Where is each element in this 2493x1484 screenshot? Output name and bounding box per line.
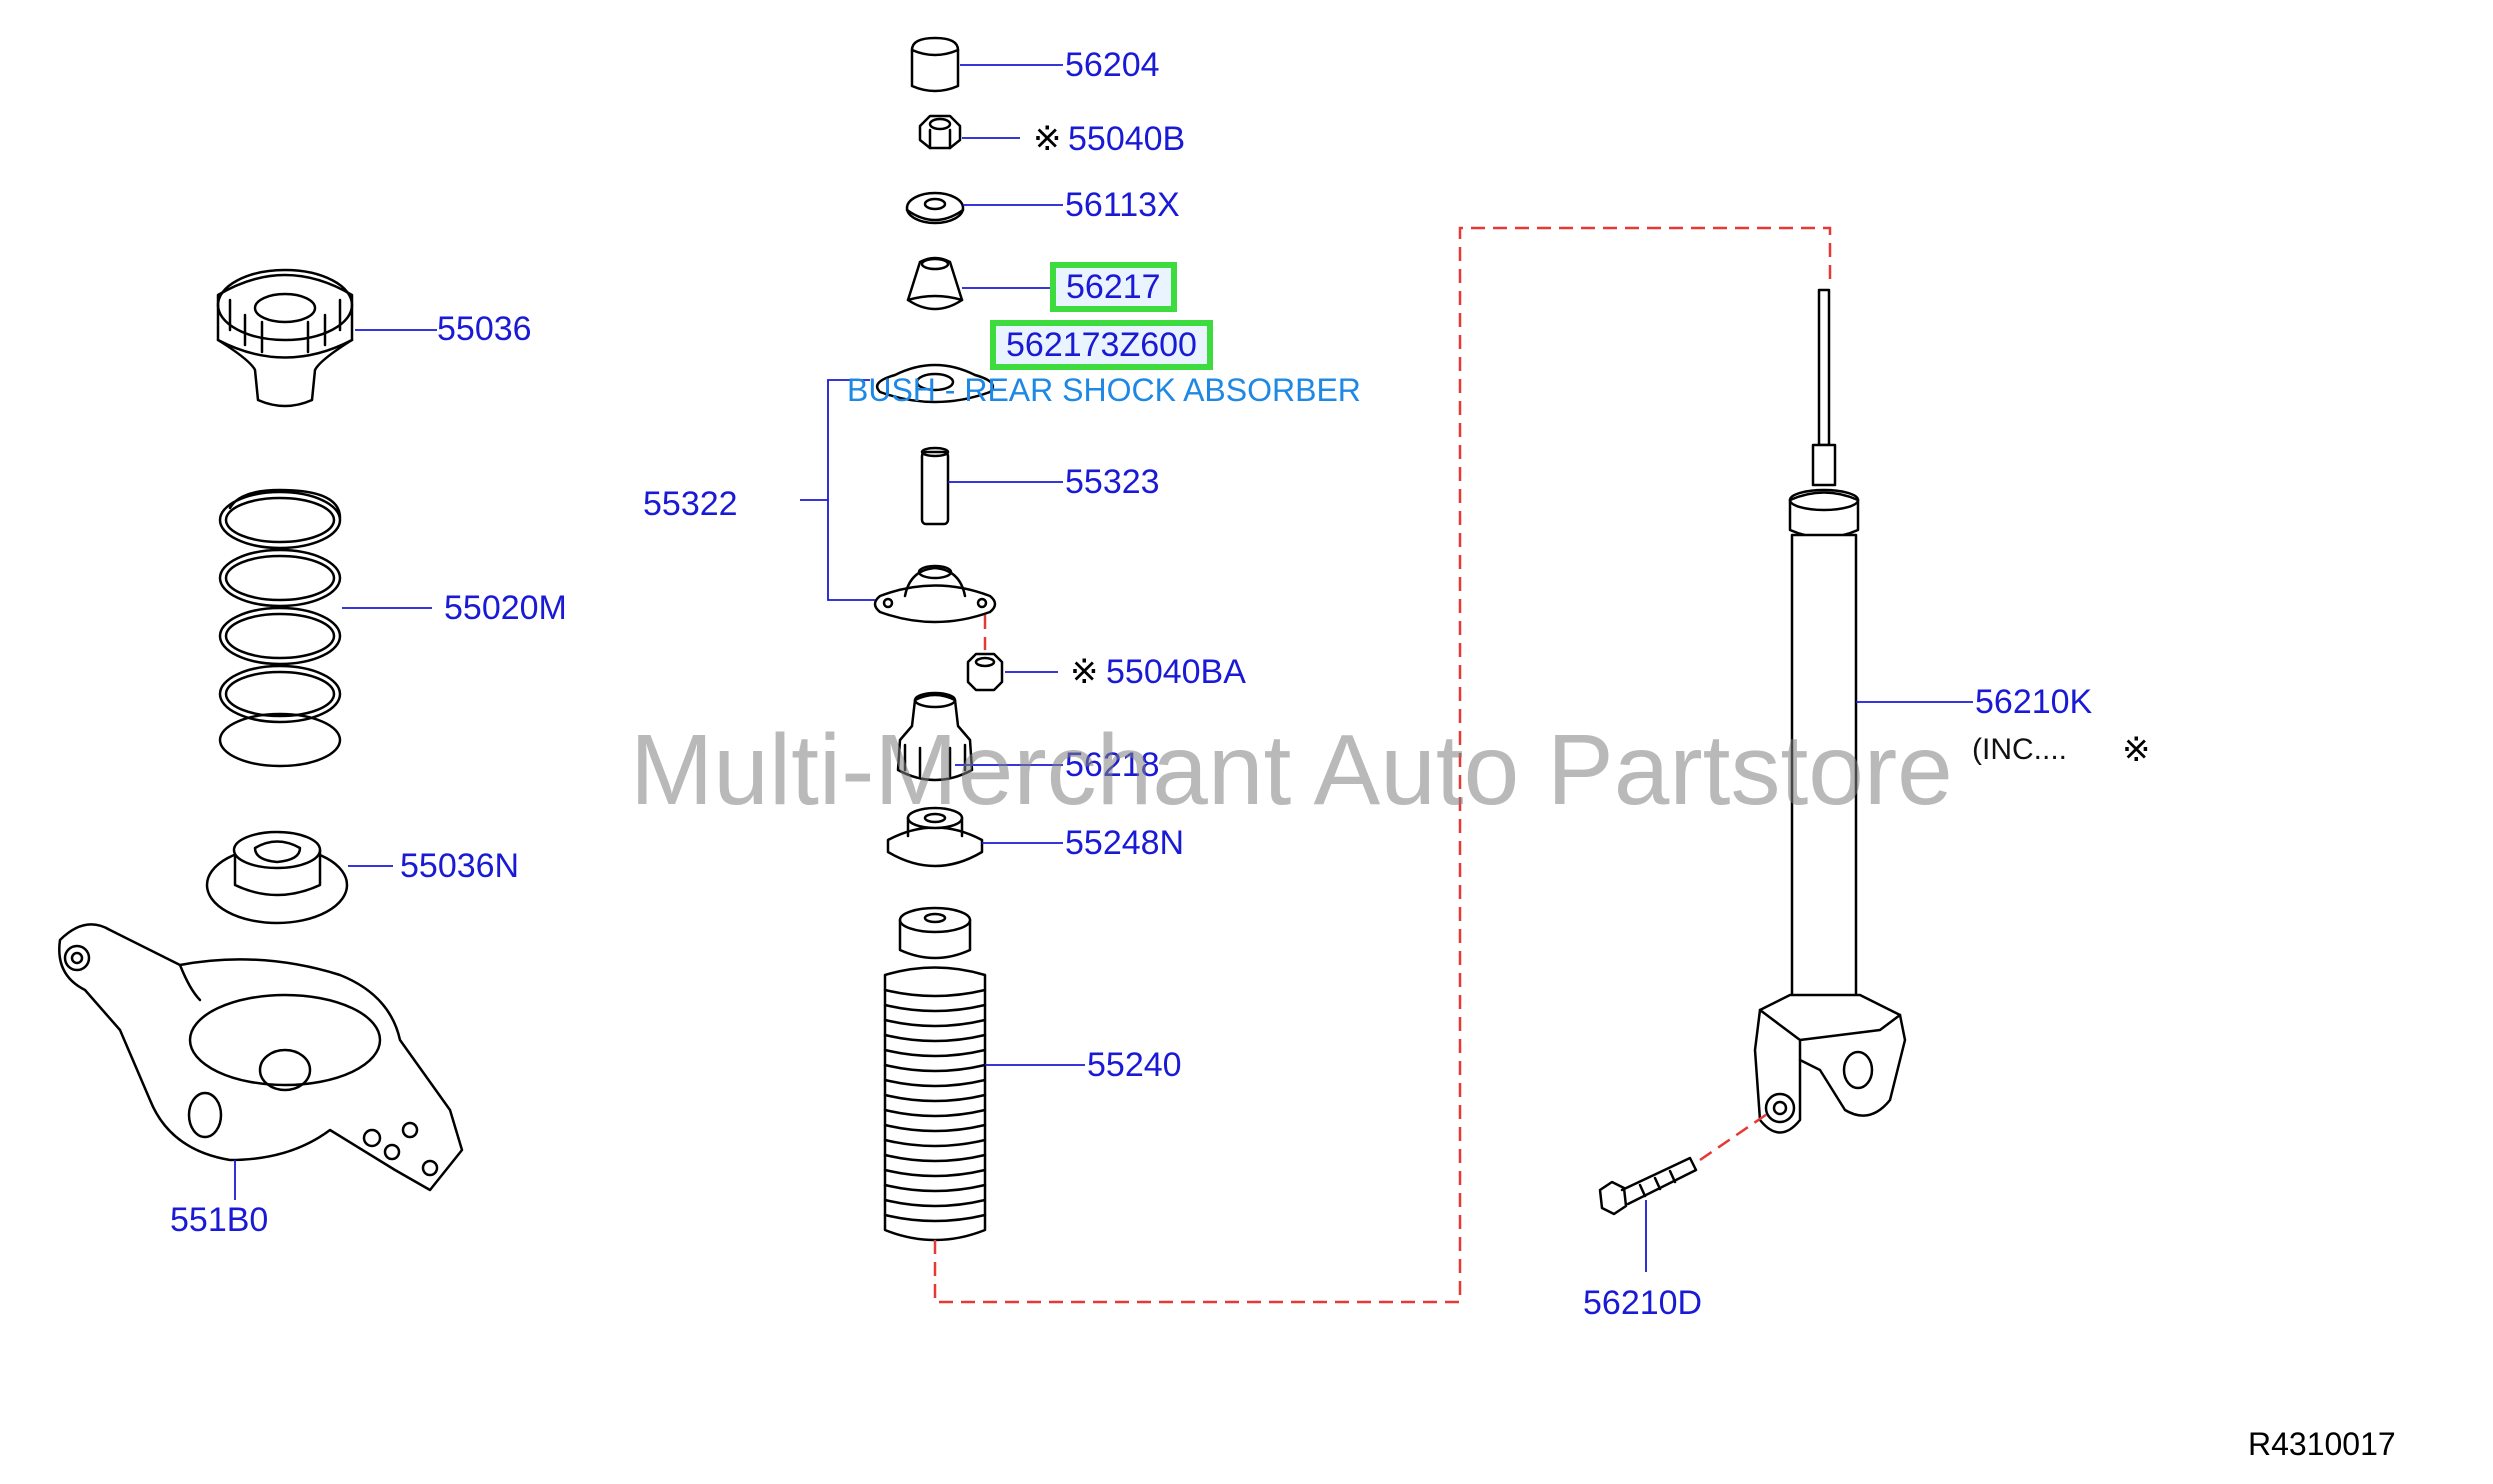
part-label-56218[interactable]: 56218: [1065, 746, 1160, 784]
lower-seat-55036n-icon: [205, 830, 349, 925]
sleeve-55323-icon: [920, 446, 950, 526]
part-label-551b0[interactable]: 551B0: [170, 1201, 269, 1239]
lower-link-arm-551b0-icon: [58, 923, 464, 1192]
part-label-56204[interactable]: 56204: [1065, 46, 1160, 84]
bump-cap-56204-icon: [910, 36, 960, 93]
watermark-text: Multi-Merchant Auto Partstore: [630, 714, 1953, 826]
asterisk-mark: ※: [1033, 120, 1062, 158]
part-description: BUSH - REAR SHOCK ABSORBER: [847, 372, 1361, 408]
assembly-dashed-line: [933, 226, 1832, 1304]
part-label-55323[interactable]: 55323: [1065, 463, 1160, 501]
asterisk-mark: ※: [1070, 653, 1099, 691]
coil-spring-55020m-icon: [218, 488, 342, 768]
dust-boot-55240-icon: [883, 906, 987, 1242]
part-label-562173z600[interactable]: 562173Z600: [990, 320, 1213, 370]
bolt-56210d-icon: [1598, 1156, 1698, 1216]
asterisk-mark: ※: [2122, 731, 2151, 769]
shock-absorber-56210k-icon: [1753, 288, 1907, 1134]
seat-55248n-icon: [886, 806, 984, 868]
inclusion-note: (INC....: [1972, 733, 2067, 766]
part-label-56113x[interactable]: 56113X: [1065, 186, 1180, 224]
part-label-55036[interactable]: 55036: [437, 310, 532, 348]
part-label-55020m[interactable]: 55020M: [444, 589, 567, 627]
part-label-56210d[interactable]: 56210D: [1583, 1284, 1703, 1322]
part-label-55322[interactable]: 55322: [643, 485, 738, 523]
washer-56113x-icon: [905, 191, 965, 225]
part-label-55248n[interactable]: 55248N: [1065, 824, 1185, 862]
part-label-56217[interactable]: 56217: [1050, 262, 1177, 312]
part-label-55036n[interactable]: 55036N: [400, 847, 520, 885]
nut-55040ba-icon: [966, 652, 1004, 692]
gasket-plate-icon: [875, 363, 995, 404]
leader-lines: [234, 64, 1973, 1272]
spring-seat-55036-icon: [216, 268, 354, 408]
mount-bracket-55322-icon: [873, 564, 997, 624]
part-label-55040b[interactable]: 55040B: [1068, 120, 1186, 158]
diagram-reference-code: R4310017: [2248, 1426, 2396, 1462]
part-label-55040ba[interactable]: 55040BA: [1106, 653, 1246, 691]
bush-56217-icon: [906, 256, 964, 311]
part-label-55240[interactable]: 55240: [1087, 1046, 1182, 1084]
part-label-56210k[interactable]: 56210K: [1975, 683, 2093, 721]
nut-55040b-icon: [918, 114, 962, 150]
bumper-56218-icon: [896, 691, 974, 782]
